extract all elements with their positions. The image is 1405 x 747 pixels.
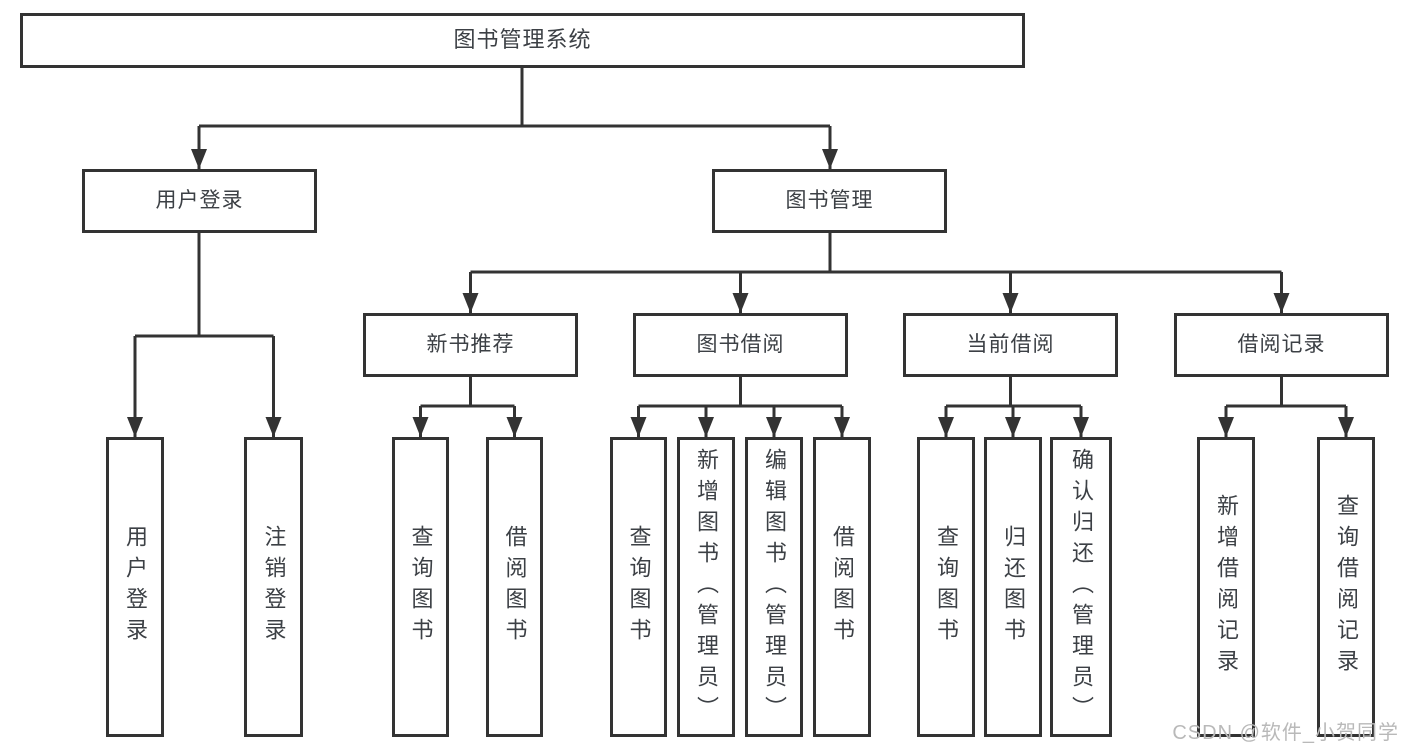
leaf-query-borrow-record: 查询借阅记录 — [1317, 437, 1375, 737]
leaf-query-books-borrow: 查询图书 — [610, 437, 667, 737]
leaf-add-borrow-record: 新增借阅记录 — [1197, 437, 1255, 737]
connector-rails — [135, 68, 1346, 408]
node-borrowing-records: 借阅记录 — [1174, 313, 1389, 377]
node-book-management: 图书管理 — [712, 169, 947, 233]
leaf-borrow-books-recommend: 借阅图书 — [486, 437, 543, 737]
leaf-borrow-books: 借阅图书 — [813, 437, 871, 737]
leaf-logout: 注销登录 — [244, 437, 303, 737]
node-book-borrowing: 图书借阅 — [633, 313, 848, 377]
node-current-borrowing: 当前借阅 — [903, 313, 1118, 377]
leaf-edit-book-admin: 编辑图书（管理员） — [745, 437, 803, 737]
connector-arrows — [127, 126, 1354, 437]
csdn-watermark: CSDN @软件_小贺同学 — [1172, 722, 1399, 744]
leaf-query-books-recommend: 查询图书 — [392, 437, 449, 737]
leaf-confirm-return-admin: 确认归还（管理员） — [1050, 437, 1112, 737]
node-library-management-system: 图书管理系统 — [20, 13, 1025, 68]
leaf-query-books-current: 查询图书 — [917, 437, 975, 737]
node-user-login: 用户登录 — [82, 169, 317, 233]
node-new-book-recommendation: 新书推荐 — [363, 313, 578, 377]
leaf-add-book-admin: 新增图书（管理员） — [677, 437, 735, 737]
leaf-return-book: 归还图书 — [984, 437, 1042, 737]
leaf-user-login: 用户登录 — [106, 437, 164, 737]
